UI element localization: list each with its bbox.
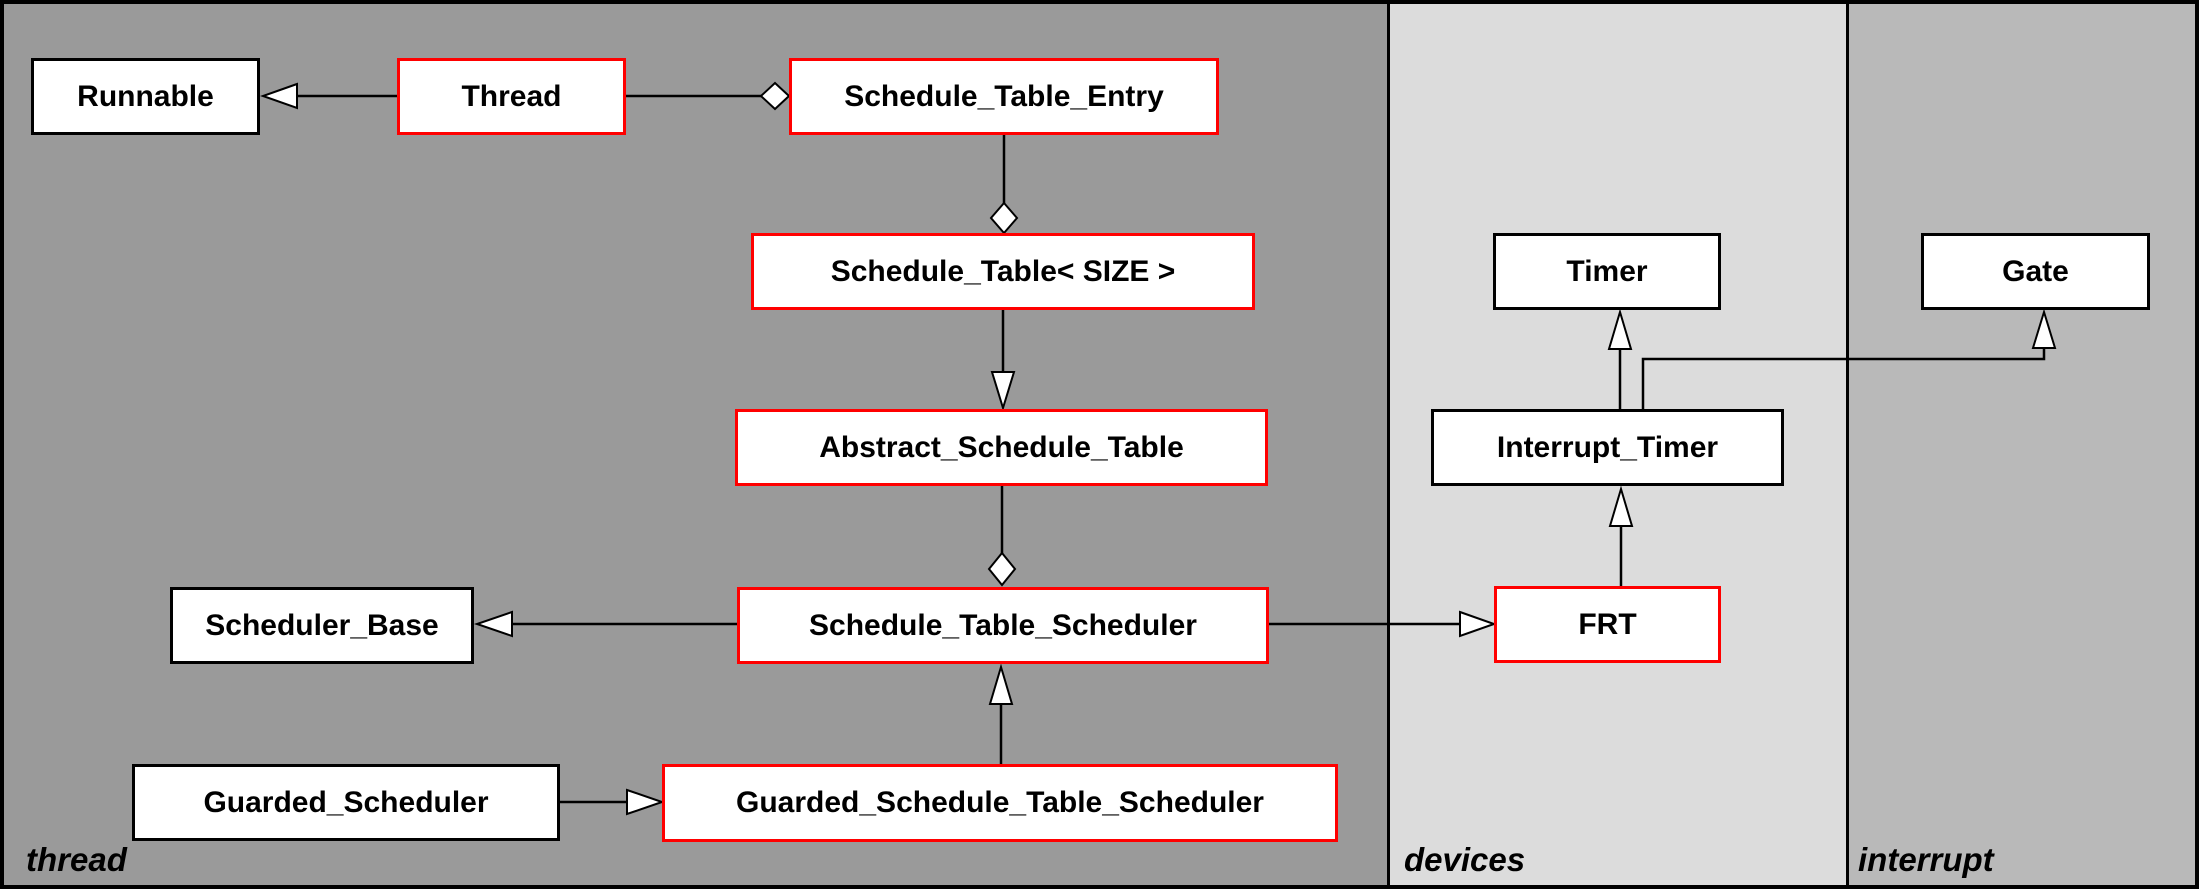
class-box-gate[interactable]: Gate <box>1921 233 2150 310</box>
class-box-timer[interactable]: Timer <box>1493 233 1721 310</box>
relationship-edges <box>259 81 2057 816</box>
edge-scheduler-frt <box>1269 610 1498 638</box>
edge-interrupt-timer-timer <box>1607 308 1633 409</box>
edge-thread-runnable <box>259 82 397 110</box>
class-box-guarded-schedule-table-scheduler[interactable]: Guarded_Schedule_Table_Scheduler <box>662 764 1338 842</box>
edge-schedule-table-abstract <box>990 310 1016 412</box>
class-box-thread[interactable]: Thread <box>397 58 626 135</box>
region-label-thread: thread <box>26 841 127 878</box>
region-label-devices: devices <box>1404 841 1526 878</box>
edge-guarded-scheduler-gsts <box>560 788 666 816</box>
class-box-frt[interactable]: FRT <box>1494 586 1721 663</box>
edge-guarded-sts-sts <box>988 663 1014 764</box>
class-box-schedule-table-size[interactable]: Schedule_Table< SIZE > <box>751 233 1255 310</box>
class-box-guarded-scheduler[interactable]: Guarded_Scheduler <box>132 764 560 841</box>
edge-entry-schedule-table <box>989 135 1019 235</box>
class-box-schedule-table-scheduler[interactable]: Schedule_Table_Scheduler <box>737 587 1269 664</box>
edge-interrupt-timer-gate <box>1641 308 2057 409</box>
region-label-interrupt: interrupt <box>1858 841 1994 878</box>
class-box-interrupt-timer[interactable]: Interrupt_Timer <box>1431 409 1784 486</box>
class-box-abstract-schedule-table[interactable]: Abstract_Schedule_Table <box>735 409 1268 486</box>
edge-scheduler-scheduler-base <box>473 610 737 638</box>
region-interrupt <box>1846 4 2195 885</box>
edge-abstract-scheduler <box>987 486 1017 587</box>
edge-thread-schedule-table-entry <box>626 81 791 111</box>
class-box-scheduler-base[interactable]: Scheduler_Base <box>170 587 474 664</box>
edge-frt-interrupt-timer <box>1608 485 1634 586</box>
class-box-runnable[interactable]: Runnable <box>31 58 260 135</box>
class-box-schedule-table-entry[interactable]: Schedule_Table_Entry <box>789 58 1219 135</box>
